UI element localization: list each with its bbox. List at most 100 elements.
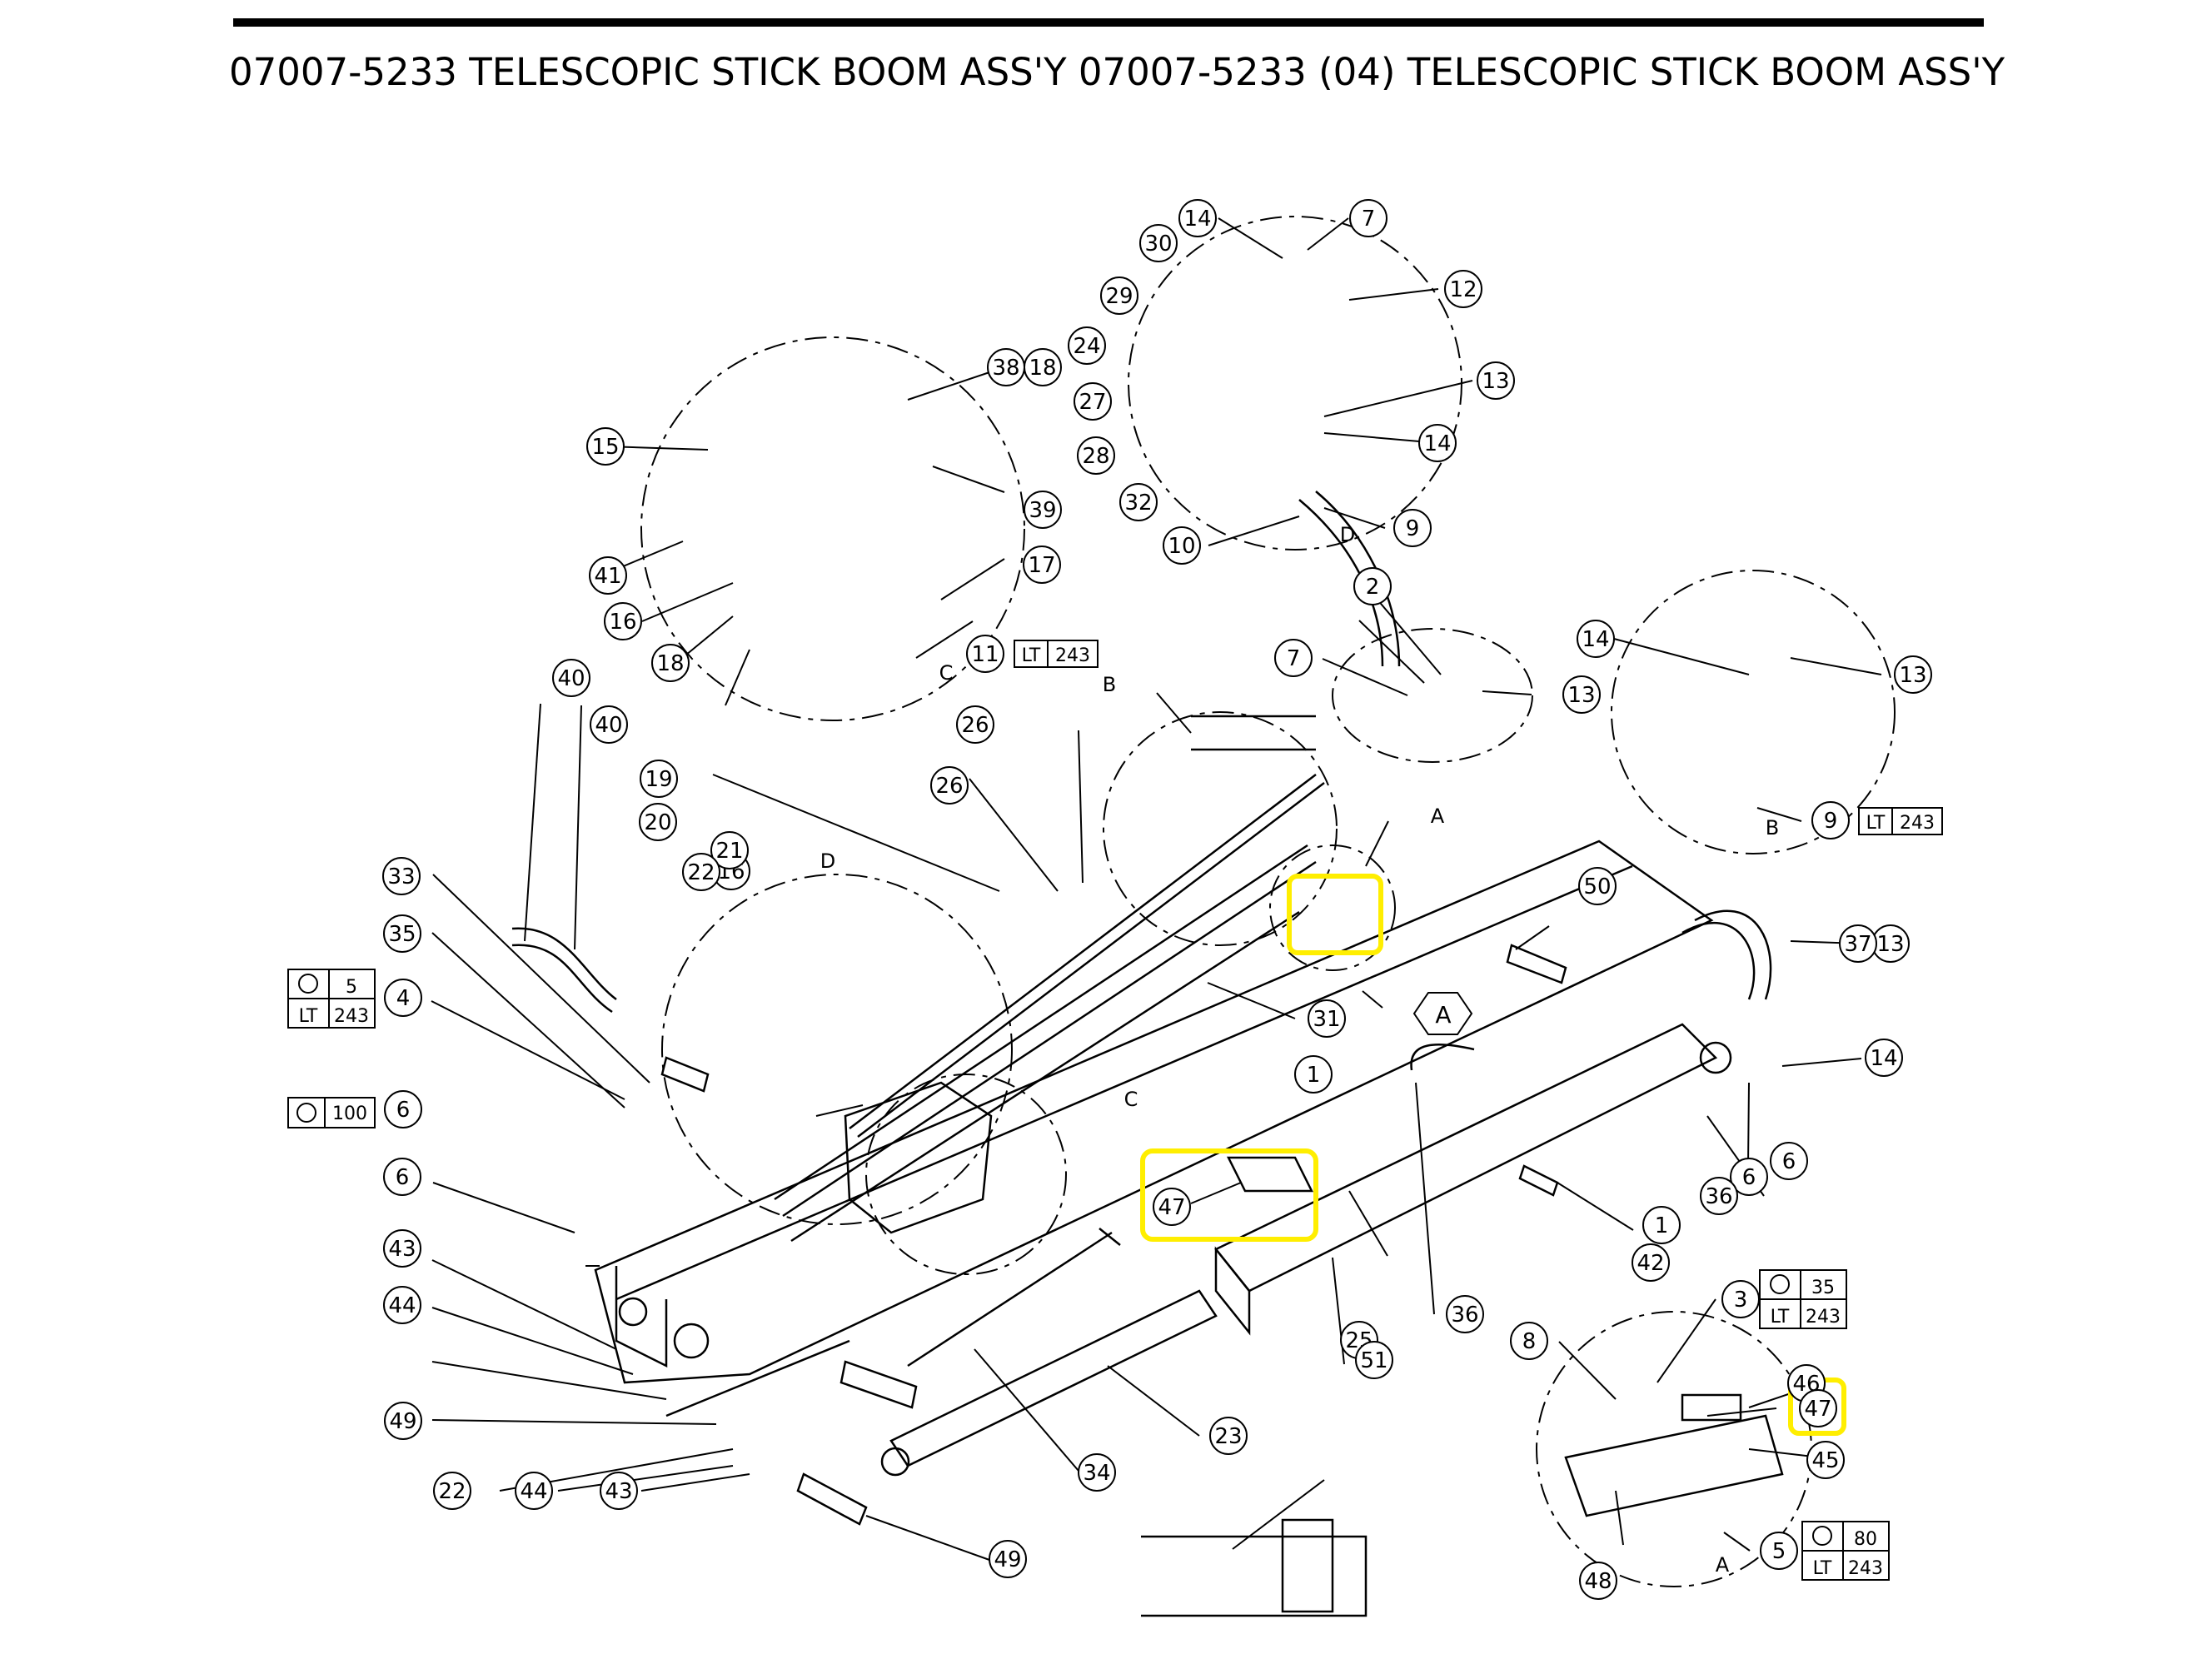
detail-views <box>640 216 1896 1587</box>
callout-number: 38 <box>992 356 1019 381</box>
spec-box-6-torque: 100 <box>332 1104 367 1124</box>
callout-number: 11 <box>971 642 999 667</box>
page-title: 07007-5233 TELESCOPIC STICK BOOM ASS'Y 0… <box>229 50 2005 94</box>
callout-number: 16 <box>609 610 636 635</box>
spec-box-6 <box>287 1097 376 1128</box>
view-label-B: B <box>1103 673 1116 696</box>
valve-block <box>844 1081 993 1234</box>
callout-number: 13 <box>1482 369 1509 394</box>
callout-40: 40 <box>590 705 628 744</box>
view-label-D: D <box>820 849 835 873</box>
callout-number: 47 <box>1804 1397 1831 1422</box>
callout-23: 23 <box>1209 1417 1248 1455</box>
callout-number: 12 <box>1449 277 1477 302</box>
spec-box-11 <box>1014 640 1099 668</box>
callout-number: 15 <box>591 435 619 460</box>
callout-number: 14 <box>1423 431 1451 456</box>
callout-number: 47 <box>1158 1195 1185 1220</box>
callout-number: 35 <box>388 922 416 947</box>
callout-6: 6 <box>1730 1158 1768 1196</box>
pin <box>839 1360 918 1409</box>
view-c-circle <box>865 1074 1067 1275</box>
callout-number: 22 <box>438 1479 466 1504</box>
callout-number: 48 <box>1584 1569 1612 1594</box>
callout-number: 1 <box>1655 1213 1669 1238</box>
callout-18: 18 <box>1024 348 1062 386</box>
callout-number: 1 <box>1307 1063 1321 1088</box>
lock-pin-25 <box>1141 1535 1368 1617</box>
callout-31: 31 <box>1308 999 1346 1038</box>
pin <box>660 1056 710 1093</box>
callout-number: 17 <box>1028 553 1055 578</box>
callout-51: 51 <box>1355 1341 1393 1379</box>
callout-number: 9 <box>1406 516 1420 541</box>
callout-10: 10 <box>1163 526 1201 565</box>
callout-5: 5 <box>1760 1532 1798 1570</box>
callout-26: 26 <box>930 766 969 805</box>
spec-box-3-torque: 35 <box>1811 1278 1835 1298</box>
callout-number: 18 <box>656 651 684 676</box>
callout-7: 7 <box>1274 639 1313 677</box>
energy-chain <box>1410 1044 1475 1071</box>
view-label-A: A <box>1431 805 1445 828</box>
callout-12: 12 <box>1444 270 1482 308</box>
callout-37: 37 <box>1839 924 1877 963</box>
callout-number: 13 <box>1899 663 1926 688</box>
callout-35: 35 <box>383 914 421 953</box>
hydraulic-line <box>849 774 1317 1129</box>
callout-39: 39 <box>1024 491 1062 529</box>
callout-44: 44 <box>383 1286 421 1324</box>
callout-38: 38 <box>987 348 1025 386</box>
callout-number: 37 <box>1844 932 1871 957</box>
callout-number: 43 <box>605 1479 632 1504</box>
callout-7: 7 <box>1349 199 1387 237</box>
callout-number: 30 <box>1144 232 1172 257</box>
torque-icon <box>298 974 318 994</box>
spec-box-9-lt-label: LT <box>1866 813 1886 834</box>
callout-28: 28 <box>1077 436 1115 475</box>
callout-number: 18 <box>1029 356 1056 381</box>
callout-number: 31 <box>1313 1007 1340 1032</box>
callout-number: 36 <box>1451 1303 1478 1328</box>
callout-22: 22 <box>682 853 720 891</box>
callout-number: 34 <box>1083 1461 1110 1486</box>
callout-36: 36 <box>1446 1295 1484 1333</box>
torque-icon <box>1812 1526 1832 1546</box>
detail-marker: A <box>1412 992 1473 1035</box>
callout-number: 51 <box>1360 1348 1387 1373</box>
callout-33: 33 <box>382 857 421 895</box>
callout-number: 28 <box>1082 444 1109 469</box>
spec-box-4-torque: 5 <box>346 977 357 998</box>
callout-number: 14 <box>1582 627 1609 652</box>
callout-1: 1 <box>1642 1206 1681 1244</box>
spec-box-4-lt-value: 243 <box>334 1006 369 1027</box>
callout-9: 9 <box>1393 509 1432 547</box>
callout-13: 13 <box>1477 361 1515 400</box>
callout-number: 5 <box>1772 1539 1786 1564</box>
detail-b-small-circle <box>1332 628 1533 763</box>
boom-assembly <box>511 491 1784 1617</box>
spec-box-5-torque: 80 <box>1854 1529 1877 1550</box>
callout-14: 14 <box>1178 199 1217 237</box>
callout-number: 50 <box>1583 874 1611 899</box>
callout-number: 7 <box>1287 646 1301 671</box>
callout-number: 43 <box>388 1237 416 1262</box>
callout-number: 49 <box>389 1409 416 1434</box>
callout-13: 13 <box>1562 675 1601 714</box>
hose-bundle-40 <box>511 927 617 1000</box>
tie-rod <box>907 1231 1113 1368</box>
pin <box>1506 944 1567 984</box>
callout-18: 18 <box>651 644 690 682</box>
view-b-circle <box>1103 711 1338 946</box>
callout-45: 45 <box>1806 1441 1845 1479</box>
callouts: 1123456666778991011121313131314141414151… <box>382 199 1932 1600</box>
callout-number: 6 <box>1742 1165 1756 1190</box>
callout-9: 9 <box>1811 801 1850 839</box>
spec-box-4 <box>287 969 376 1029</box>
highlight-detail-a <box>1287 874 1383 955</box>
callout-1: 1 <box>1294 1055 1333 1094</box>
callout-number: 4 <box>396 986 411 1011</box>
callout-number: 45 <box>1811 1448 1839 1473</box>
